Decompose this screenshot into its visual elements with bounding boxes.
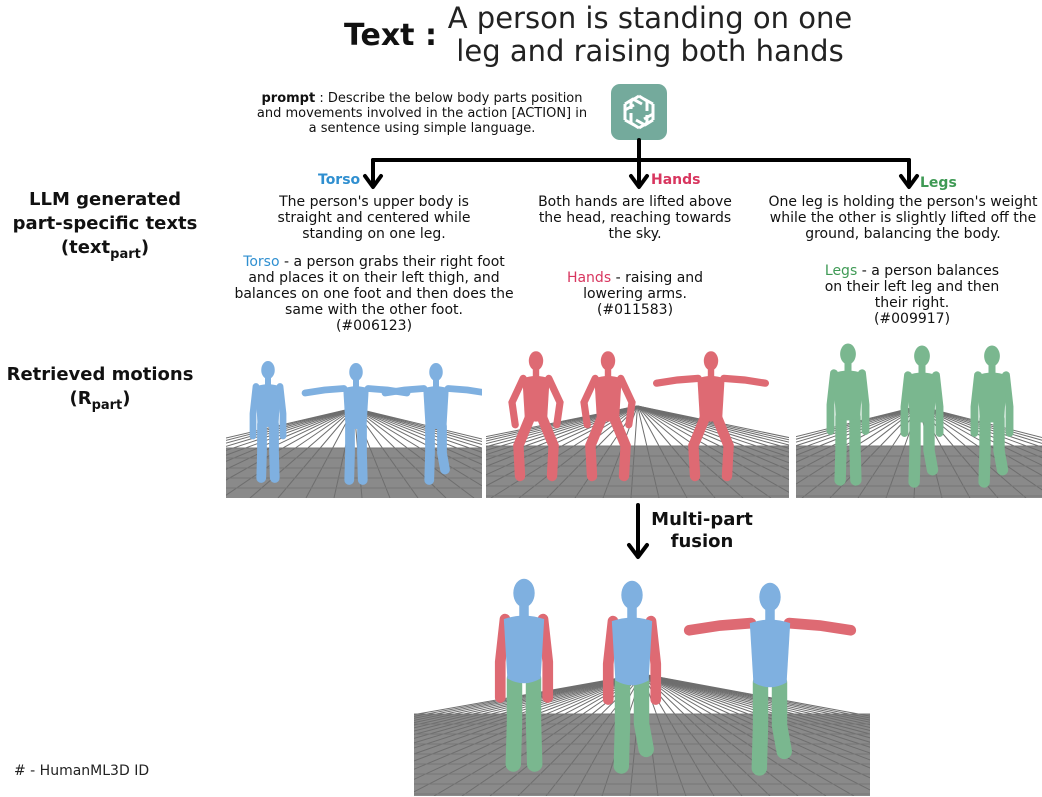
- llm-label-line: LLM generated: [29, 189, 181, 210]
- retrieved-legs-line: - a person balances: [857, 263, 1000, 279]
- llm-generated-label: LLM generated part-specific texts (textp…: [0, 188, 210, 267]
- retrieved-torso-line: and places it on their left thigh, and: [248, 270, 500, 286]
- llm-torso-line: The person's upper body is: [279, 194, 469, 210]
- retrieved-torso-line: balances on one foot and then does the: [234, 286, 514, 302]
- retrieved-text-legs: Legs - a person balances on their left l…: [792, 263, 1032, 327]
- retrieved-hands-keyword: Hands: [566, 270, 612, 286]
- retrieved-hands-line: - raising and: [611, 270, 704, 286]
- fusion-label-line: fusion: [670, 531, 734, 552]
- llm-text-legs: One leg is holding the person's weight w…: [762, 194, 1042, 242]
- llm-legs-line: One leg is holding the person's weight: [768, 194, 1038, 210]
- human-figure: [249, 361, 287, 483]
- human-figure: [494, 578, 554, 772]
- retr-label-subscript: part: [91, 398, 123, 413]
- retrieved-motions-label: Retrieved motions (Rpart): [0, 363, 200, 418]
- llm-label-notation: (text: [60, 237, 111, 258]
- llm-legs-line: while the other is slightly lifted off t…: [769, 210, 1037, 226]
- motion-panel-fused: [414, 556, 870, 796]
- floor-plane: [486, 405, 789, 498]
- retrieved-torso-line: - a person grabs their right foot: [279, 254, 505, 270]
- motion-panel-hands: [486, 334, 789, 498]
- prompt-line-2: and movements involved in the action [AC…: [256, 106, 588, 121]
- llm-text-hands: Both hands are lifted above the head, re…: [523, 194, 747, 242]
- llm-label-close: ): [140, 237, 150, 258]
- human-figure: [508, 351, 564, 482]
- llm-legs-line: ground, balancing the body.: [805, 226, 1001, 242]
- footnote: # - HumanML3D ID: [14, 763, 150, 779]
- arrow-hands-head: [629, 174, 649, 189]
- human-figure: [381, 363, 482, 485]
- retrieved-hands-line: lowering arms.: [583, 286, 687, 302]
- retrieved-legs-id: (#009917): [873, 311, 951, 327]
- llm-hands-line: Both hands are lifted above: [538, 194, 732, 210]
- text-label: Text :: [344, 18, 437, 53]
- retrieved-legs-keyword: Legs: [824, 263, 858, 279]
- prompt-text: prompt : Describe the below body parts p…: [238, 91, 606, 136]
- multi-part-fusion-label: Multi-part fusion: [646, 509, 758, 553]
- retr-label-notation: (R: [69, 388, 92, 409]
- motion-panel-torso: [226, 340, 482, 498]
- input-text-line-1: A person is standing on one: [447, 1, 853, 35]
- llm-text-torso: The person's upper body is straight and …: [240, 194, 508, 242]
- tag-legs: Legs: [920, 175, 957, 191]
- human-figure: [900, 345, 944, 488]
- human-figure: [301, 363, 411, 485]
- motion-panel-legs: [796, 322, 1042, 498]
- llm-logo-icon: [611, 84, 667, 140]
- tag-torso: Torso: [318, 172, 361, 188]
- input-text: A person is standing on one leg and rais…: [430, 2, 870, 68]
- arrow-legs-head: [899, 174, 919, 189]
- retr-label-line: Retrieved motions: [6, 364, 194, 385]
- retrieved-torso-line: same with the other foot.: [285, 302, 463, 318]
- torso-motion-figures: [226, 361, 482, 498]
- arrow-torso-head: [363, 174, 383, 189]
- llm-hands-line: the sky.: [608, 226, 662, 242]
- llm-torso-line: straight and centered while: [277, 210, 471, 226]
- retrieved-torso-id: (#006123): [335, 318, 413, 334]
- llm-label-line: part-specific texts: [12, 213, 198, 234]
- retrieved-legs-line: their right.: [874, 295, 950, 311]
- fusion-label-line: Multi-part: [651, 509, 753, 530]
- retrieved-torso-keyword: Torso: [243, 254, 280, 270]
- prompt-line-3: a sentence using simple language.: [308, 121, 536, 136]
- human-figure: [970, 345, 1014, 488]
- input-text-line-2: leg and raising both hands: [456, 34, 844, 68]
- prompt-line-1: : Describe the below body parts position: [315, 91, 583, 106]
- retrieved-legs-line: on their left leg and then: [824, 279, 1000, 295]
- llm-label-subscript: part: [110, 247, 141, 262]
- arrow-fusion-head: [627, 543, 649, 559]
- prompt-keyword: prompt: [261, 91, 316, 106]
- hands-motion-figures: [486, 351, 789, 498]
- retr-label-close: ): [122, 388, 131, 409]
- human-figure: [580, 351, 636, 482]
- retrieved-text-hands: Hands - raising and lowering arms. (#011…: [535, 270, 735, 318]
- human-figure: [683, 582, 857, 776]
- tag-hands: Hands: [651, 172, 701, 188]
- llm-hands-line: the head, reaching towards: [538, 210, 732, 226]
- human-figure: [602, 580, 662, 774]
- retrieved-text-torso: Torso - a person grabs their right foot …: [226, 254, 522, 334]
- human-figure: [653, 351, 769, 482]
- llm-torso-line: standing on one leg.: [302, 226, 446, 242]
- retrieved-hands-id: (#011583): [596, 302, 674, 318]
- human-figure: [826, 343, 870, 486]
- legs-motion-figures: [796, 343, 1042, 498]
- fused-motion-figures: [414, 578, 870, 796]
